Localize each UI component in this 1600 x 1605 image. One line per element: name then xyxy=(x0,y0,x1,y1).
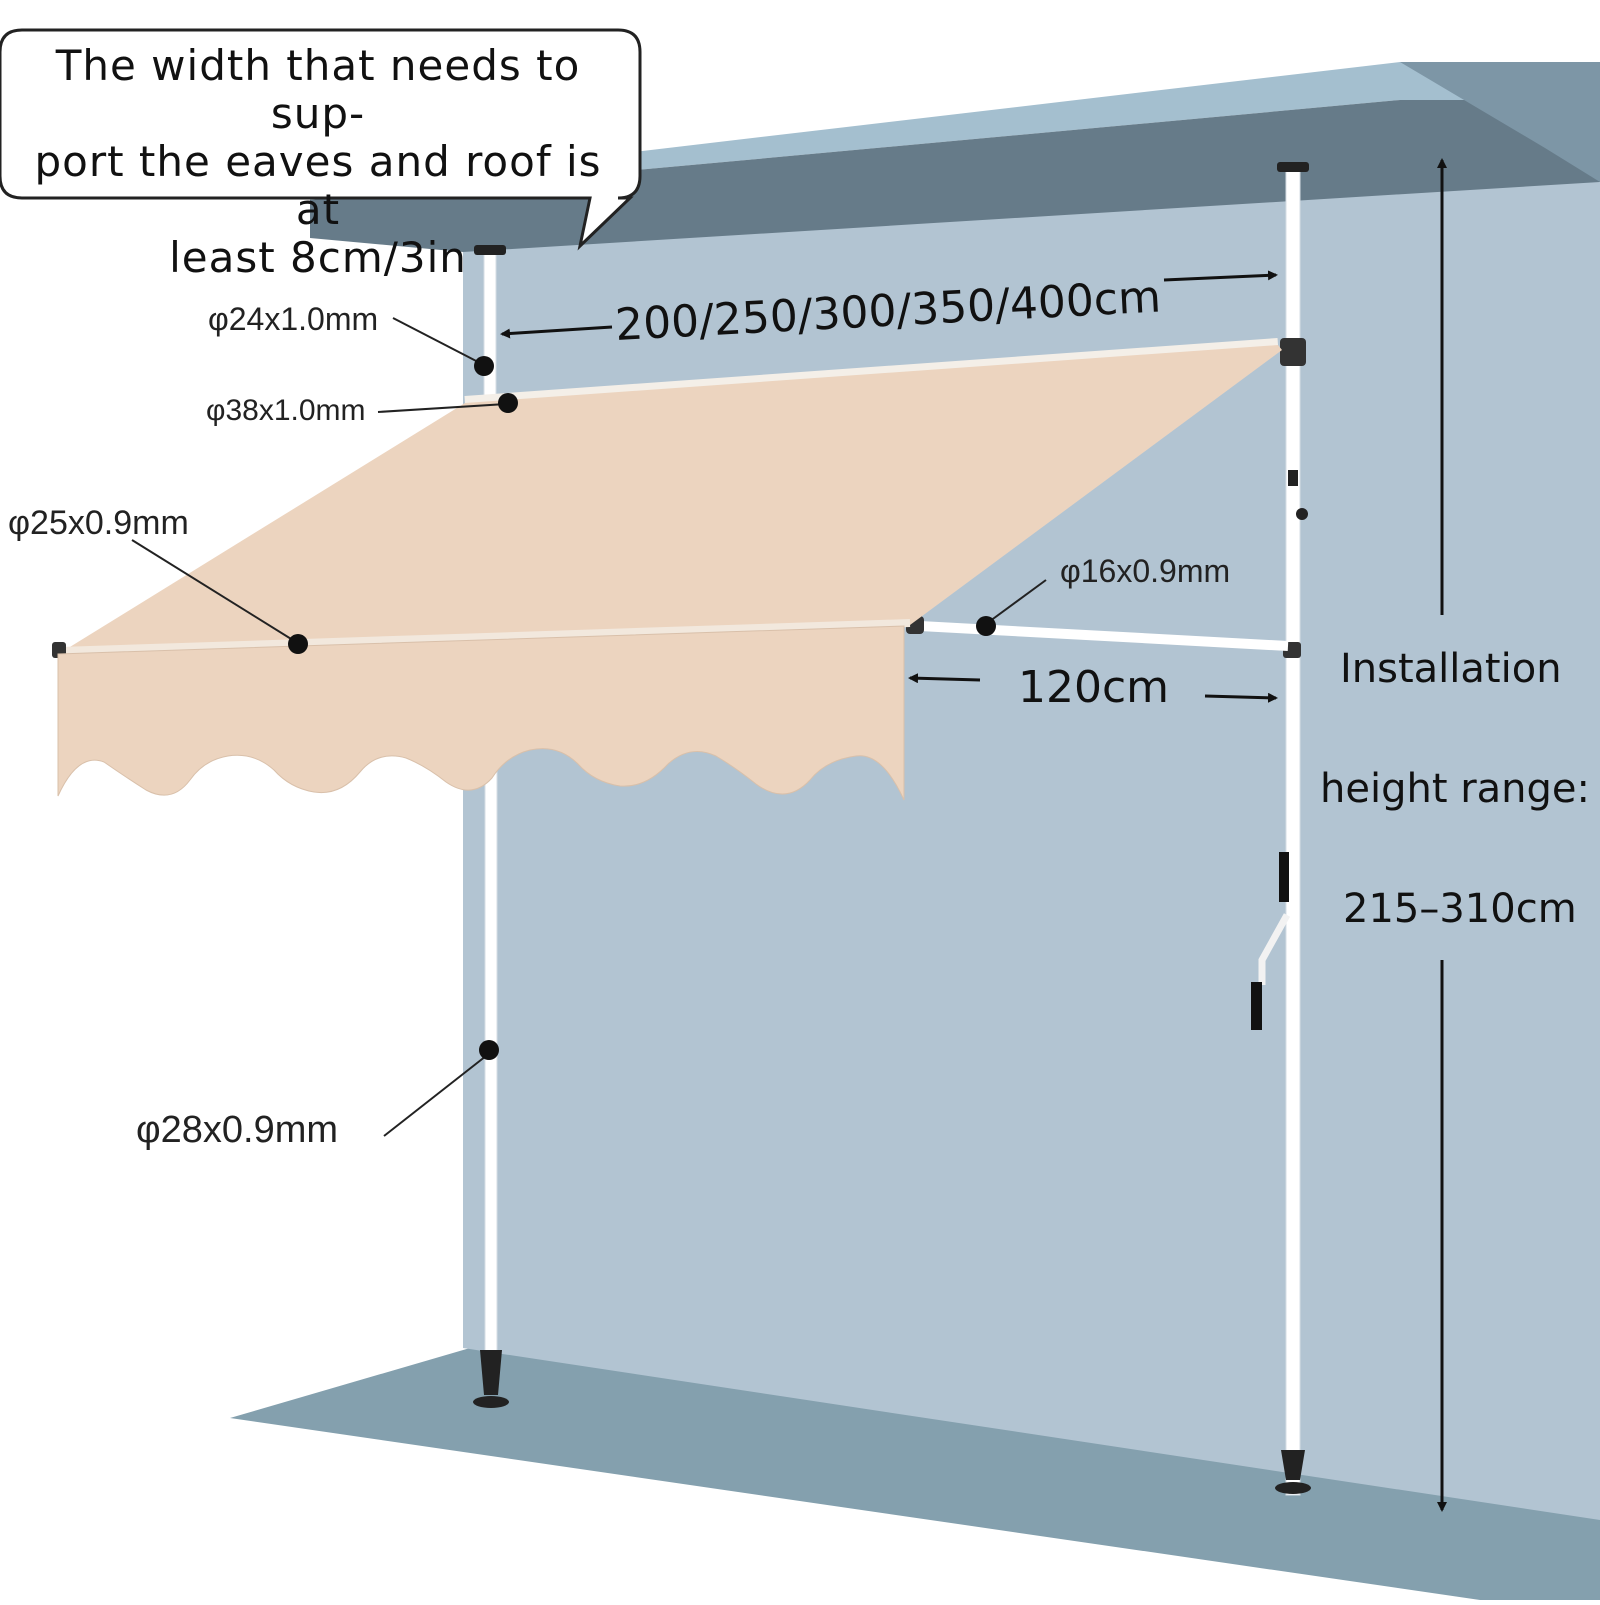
spec-front-bar: φ25x0.9mm xyxy=(8,504,308,654)
spec-lower-post-label: φ28x0.9mm xyxy=(136,1109,338,1151)
right-post xyxy=(1251,162,1311,1496)
depth-dimension-label: 120cm xyxy=(1018,662,1169,713)
spec-top-post-label: φ24x1.0mm xyxy=(208,301,378,337)
depth-arrow-left xyxy=(908,673,981,684)
installation-line-2: height range: xyxy=(1320,766,1590,812)
awning-valance xyxy=(57,625,905,801)
awning-fabric xyxy=(65,345,1282,650)
callout-text: The width that needs to sup- port the ea… xyxy=(12,42,624,282)
front-bar xyxy=(59,619,911,655)
spec-arm-label: φ16x0.9mm xyxy=(1060,553,1230,589)
callout-bubble xyxy=(0,28,642,251)
callout-line-1: The width that needs to sup- xyxy=(55,41,581,138)
width-arrow-left xyxy=(500,325,613,339)
installation-line-1: Installation xyxy=(1340,646,1562,692)
width-arrow-right xyxy=(1163,270,1278,282)
spec-arm: φ16x0.9mm xyxy=(976,553,1230,636)
callout-line-3: least 8cm/3in xyxy=(169,233,467,282)
spec-roller-tube-label: φ38x1.0mm xyxy=(206,394,366,427)
callout-line-2: port the eaves and roof is at xyxy=(34,137,602,234)
eave-underside xyxy=(310,100,1600,252)
spec-front-bar-label: φ25x0.9mm xyxy=(8,504,189,542)
spec-top-post: φ24x1.0mm xyxy=(208,301,494,376)
spec-lower-post: φ28x0.9mm xyxy=(136,1040,499,1151)
left-post-lower xyxy=(473,759,509,1408)
installation-height-range: 215–310cm xyxy=(1343,886,1577,932)
depth-arrow-right xyxy=(1204,692,1278,703)
eave-front xyxy=(1400,62,1600,182)
spec-roller-tube: φ38x1.0mm xyxy=(206,393,518,427)
